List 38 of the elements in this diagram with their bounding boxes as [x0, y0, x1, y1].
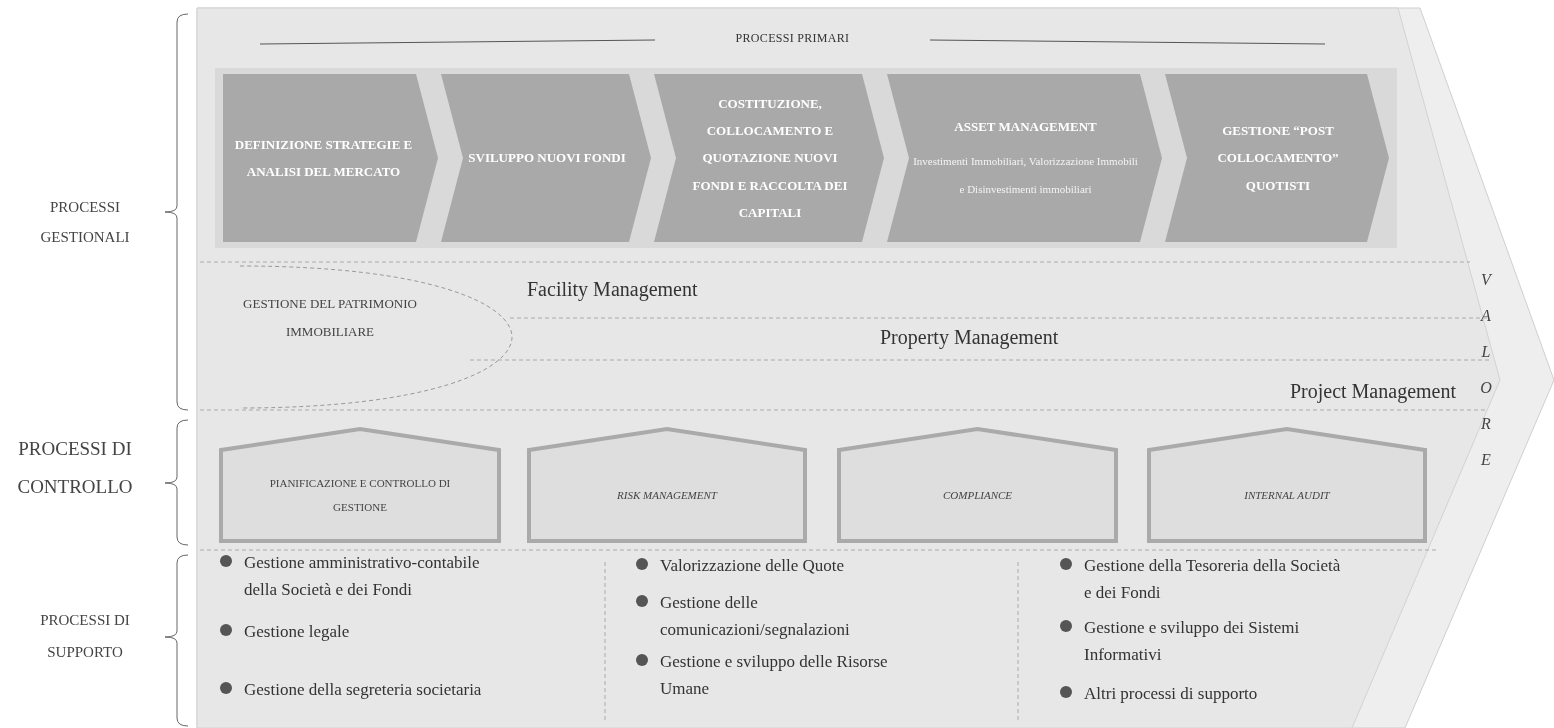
- box-label: PIANIFICAZIONE E CONTROLLO DI GESTIONE: [268, 475, 452, 515]
- bullet-text: Gestione e sviluppo delle Risorse Umane: [660, 651, 889, 700]
- bullet-text: Altri processi di supporto: [1084, 683, 1259, 705]
- step-description: Investimenti Immobiliari, Valorizzazione Immobili e Disinvestimenti immobiliari: [913, 154, 1138, 197]
- chevron-step: [441, 74, 651, 242]
- chevron-step: [887, 74, 1162, 242]
- box-label: INTERNAL AUDIT: [1243, 487, 1332, 503]
- section-label: PROCESSI DI SUPPORTO: [39, 611, 131, 662]
- pentagon-box: [1146, 426, 1428, 544]
- bullet-text: Gestione della segreteria societaria: [244, 679, 483, 701]
- section-label: PROCESSI GESTIONALI: [39, 198, 131, 247]
- ellipse-label: GESTIONE DEL PATRIMONIO IMMOBILIARE: [242, 295, 418, 341]
- process-band: [215, 68, 1397, 248]
- step-title: GESTIONE “POST COLLOCAMENTO” QUOTISTI: [1216, 122, 1340, 195]
- step-title: ASSET MANAGEMENT: [953, 117, 1098, 136]
- box-label: RISK MANAGEMENT: [616, 487, 719, 503]
- chevron-step: [1165, 74, 1389, 242]
- row-label: Project Management: [1289, 380, 1456, 403]
- bullet-text: Gestione amministrativo-contabile della Società e dei Fondi: [244, 552, 481, 601]
- band-heading: PROCESSI PRIMARI: [665, 31, 920, 46]
- bullet-text: Gestione legale: [244, 621, 351, 643]
- step-title: DEFINIZIONE STRATEGIE E ANALISI DEL MERCATO: [233, 135, 414, 181]
- bullet-text: Valorizzazione delle Quote: [660, 555, 846, 577]
- chevron-step: [654, 74, 884, 242]
- pentagon-box: [526, 426, 808, 544]
- row-label: Property Management: [880, 326, 1059, 349]
- pentagon-box: [836, 426, 1119, 544]
- chevron-step: [223, 74, 438, 242]
- row-label: Facility Management: [527, 278, 698, 301]
- step-title: SVILUPPO NUOVI FONDI: [467, 149, 627, 168]
- pentagon-box: [218, 426, 502, 544]
- vertical-label: VALORE: [1479, 270, 1493, 470]
- section-label: PROCESSI DI CONTROLLO: [16, 437, 134, 499]
- bullet-text: Gestione e sviluppo dei Sistemi Informativi: [1084, 617, 1301, 666]
- step-title: COSTITUZIONE, COLLOCAMENTO E QUOTAZIONE NUOVI FONDI E RACCOLTA DEI CAPITALI: [691, 94, 849, 222]
- box-label: COMPLIANCE: [941, 487, 1014, 503]
- bullet-text: Gestione delle comunicazioni/segnalazioni: [660, 592, 851, 641]
- bullet-text: Gestione della Tesoreria della Società e dei Fondi: [1084, 555, 1342, 604]
